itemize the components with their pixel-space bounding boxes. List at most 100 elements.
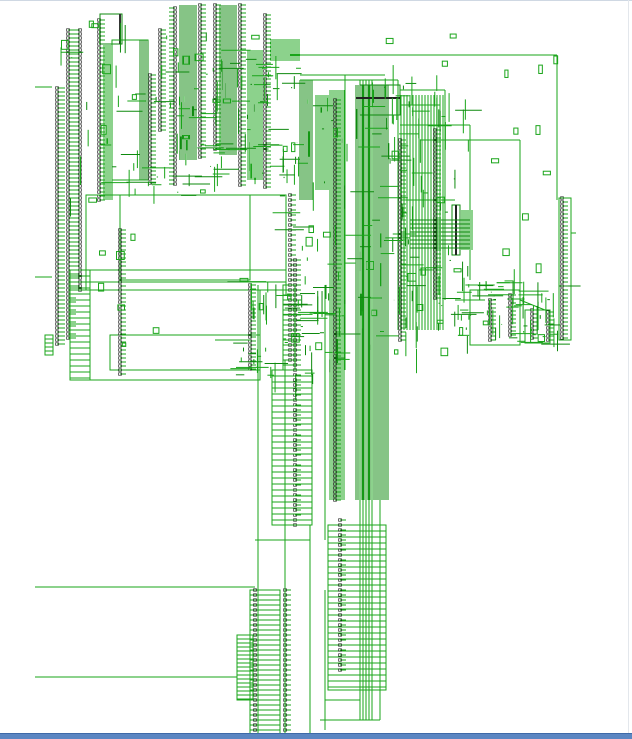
pin-marker	[560, 324, 564, 328]
pin-marker	[338, 638, 342, 642]
pin-marker	[508, 325, 512, 329]
pin-marker	[78, 284, 82, 288]
pin-marker	[118, 348, 122, 352]
pin-marker	[97, 166, 101, 170]
pin-marker	[560, 328, 564, 332]
pin-marker	[78, 252, 82, 256]
pin-marker	[66, 116, 70, 120]
pin-marker	[333, 434, 337, 438]
pin-marker	[530, 312, 534, 316]
pin-marker	[238, 39, 242, 43]
pin-marker	[333, 162, 337, 166]
frame	[469, 289, 521, 346]
logic-cell	[491, 158, 500, 164]
pin-marker	[213, 23, 217, 27]
pin-marker	[398, 278, 402, 282]
pin-marker	[433, 208, 437, 212]
pin-marker	[560, 200, 564, 204]
pin-marker	[78, 144, 82, 148]
pin-marker	[55, 114, 59, 118]
pin-marker	[333, 178, 337, 182]
pin-marker	[398, 306, 402, 310]
pin-marker	[173, 158, 177, 162]
pin-marker	[333, 246, 337, 250]
logic-cell	[538, 64, 543, 74]
pin-marker	[263, 17, 267, 21]
pin-marker	[338, 553, 342, 557]
pin-marker	[398, 286, 402, 290]
pin-marker	[263, 177, 267, 181]
pin-marker	[398, 298, 402, 302]
pin-marker	[433, 280, 437, 284]
pin-marker	[78, 64, 82, 68]
logic-cell	[88, 197, 98, 203]
logic-cell	[394, 349, 399, 355]
pin-marker	[333, 118, 337, 122]
pin-marker	[55, 274, 59, 278]
pin-marker	[333, 186, 337, 190]
pin-marker	[288, 193, 292, 197]
pin-marker	[238, 171, 242, 175]
pin-marker	[173, 26, 177, 30]
pin-marker	[158, 44, 162, 48]
pin-marker	[560, 280, 564, 284]
pin-column-left-a	[55, 86, 65, 346]
pin-marker	[333, 302, 337, 306]
pin-marker	[213, 47, 217, 51]
pin-marker	[118, 312, 122, 316]
pin-marker	[433, 148, 437, 152]
pin-marker	[508, 313, 512, 317]
pin-marker	[338, 668, 342, 672]
pin-marker	[560, 216, 564, 220]
pin-marker	[333, 214, 337, 218]
pin-marker	[333, 458, 337, 462]
pin-marker	[66, 248, 70, 252]
pin-column-tl-b	[158, 28, 166, 132]
pin-marker	[333, 382, 337, 386]
register-block	[359, 84, 401, 116]
pin-marker	[560, 224, 564, 228]
pin-marker	[198, 155, 202, 159]
pin-marker	[288, 238, 292, 242]
pin-marker	[173, 22, 177, 26]
pin-marker	[97, 138, 101, 142]
logic-cell	[60, 39, 69, 50]
pin-marker	[338, 558, 342, 562]
pin-marker	[66, 168, 70, 172]
pin-marker	[263, 185, 267, 189]
pin-marker	[333, 334, 337, 338]
pin-marker	[78, 224, 82, 228]
pin-marker	[78, 60, 82, 64]
pin-marker	[333, 478, 337, 482]
pin-marker	[433, 220, 437, 224]
pin-marker	[333, 158, 337, 162]
pin-marker	[560, 288, 564, 292]
pin-marker	[97, 126, 101, 130]
logic-cell	[436, 319, 444, 324]
pin-marker	[55, 150, 59, 154]
pin-marker	[560, 212, 564, 216]
pin-marker	[288, 218, 292, 222]
pin-marker	[148, 137, 152, 141]
pin-marker	[158, 116, 162, 120]
pin-marker	[560, 208, 564, 212]
pin-marker	[560, 320, 564, 324]
pin-marker	[213, 91, 217, 95]
pin-marker	[398, 222, 402, 226]
pin-marker	[97, 94, 101, 98]
pin-marker	[78, 108, 82, 112]
pin-marker	[118, 300, 122, 304]
pin-marker	[198, 75, 202, 79]
logic-cell	[502, 248, 510, 257]
pin-marker	[173, 162, 177, 166]
logic-cell	[453, 268, 462, 273]
logic-cell	[130, 233, 136, 241]
pin-marker	[78, 140, 82, 144]
pin-marker	[433, 288, 437, 292]
pin-marker	[78, 32, 82, 36]
pin-marker	[66, 72, 70, 76]
pin-marker	[55, 170, 59, 174]
pin-marker	[55, 330, 59, 334]
